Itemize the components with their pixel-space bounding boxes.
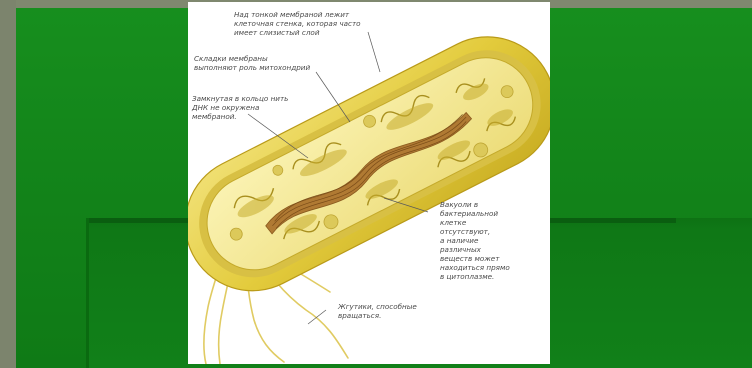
label-cell-wall: Над тонкой мембраной лежит клеточная сте… [234,10,361,37]
slide-band-edge [86,218,89,368]
label-flagella: Жгутики, способные вращаться. [338,302,417,320]
bacterium-figure: Над тонкой мембраной лежит клеточная сте… [188,2,550,364]
leader-line [368,32,380,72]
label-vacuoles: Вакуоли в бактериальной клетке отсутству… [440,200,510,281]
leader-line [308,310,326,324]
label-membrane-folds: Складки мембраны выполняют роль митохонд… [194,54,310,72]
label-dna: Замкнутая в кольцо нить ДНК не окружена … [192,94,288,121]
slide-left-edge [0,0,16,368]
